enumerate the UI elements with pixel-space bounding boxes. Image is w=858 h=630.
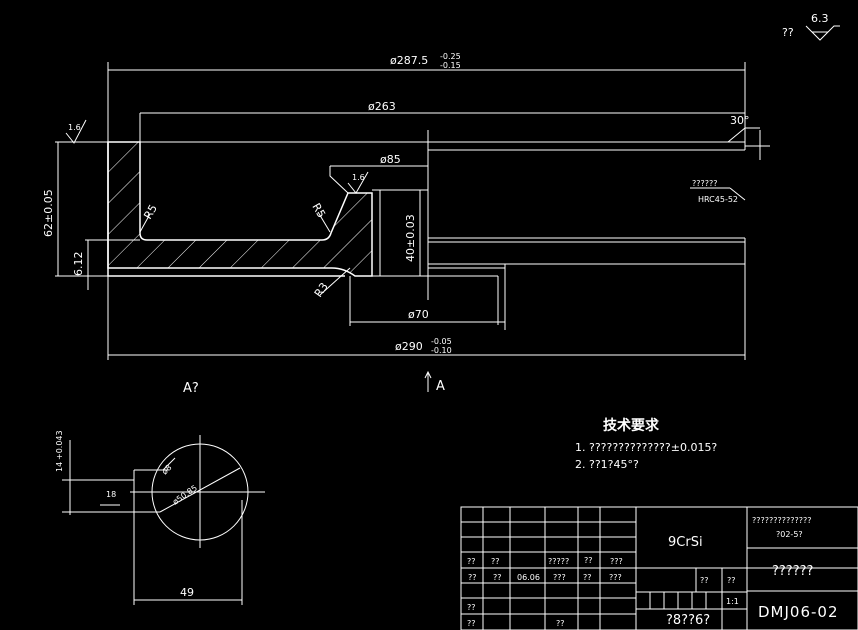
dim-d290: ø290	[395, 340, 423, 353]
dim-h62: 62±0.05	[42, 189, 55, 237]
section-a-label: A	[436, 379, 445, 394]
tb-c10: ??	[583, 573, 592, 582]
tb-c14: ??	[467, 603, 476, 612]
dim-r5b: R5	[309, 201, 328, 220]
section-hatch	[107, 141, 373, 277]
view-a	[62, 435, 265, 605]
dim-d5085: ø50.85	[171, 483, 199, 506]
dim-d49: 49	[180, 586, 194, 599]
dim-d70: ø70	[408, 308, 429, 321]
dim-d287: ø287.5	[390, 54, 428, 67]
tech-req-title: 技术要求	[603, 417, 660, 434]
dim-h40: 40±0.03	[404, 214, 417, 262]
dim-d85: ø85	[380, 153, 401, 166]
tech-req-item1: 1. ??????????????±0.015?	[575, 441, 717, 454]
tb-c12: ??	[700, 576, 709, 585]
tb-c9: ???	[553, 573, 566, 582]
tb-material: 9CrSi	[668, 535, 703, 550]
dim-r3: R3	[312, 280, 331, 299]
rough-1.6b: 1.6	[352, 173, 365, 182]
tech-req-item2: 2. ??1?45°?	[575, 458, 639, 471]
dimension-lines	[55, 62, 746, 392]
dim-d18: 18	[106, 490, 116, 499]
dim-d287-tol-bot: -0.15	[440, 61, 461, 70]
tb-c8: 06.06	[517, 573, 540, 582]
dim-d14-tol: +0.043	[55, 430, 64, 460]
tb-c11: ???	[609, 573, 622, 582]
tb-c6: ??	[468, 573, 477, 582]
tb-c16: ??	[556, 619, 565, 628]
dim-d8: ø8	[160, 463, 173, 476]
roughness-value: 6.3	[811, 12, 829, 25]
dim-h612: 6.12	[72, 252, 85, 277]
tb-scale: 1:1	[726, 597, 739, 606]
view-a-title: A?	[183, 381, 199, 396]
tb-drawing-no: DMJ06-02	[758, 603, 839, 621]
dim-angle30: 30°	[730, 114, 750, 127]
tb-part-name: ??????	[772, 564, 813, 579]
title-block	[460, 506, 858, 630]
tb-c2: ??	[491, 557, 500, 566]
hardness-label: ??????	[692, 179, 717, 188]
tb-name-bottom: ?02-5?	[776, 530, 803, 539]
roughness-prefix: ??	[782, 26, 794, 39]
rough-1.6a: 1.6	[68, 123, 81, 132]
tb-c15: ??	[467, 619, 476, 628]
tb-sheet: ?8??6?	[666, 613, 710, 628]
dim-r5a: R5	[141, 202, 160, 221]
dim-d290-tol-top: -0.05	[431, 337, 452, 346]
tb-name-top: ??????????????	[752, 516, 811, 525]
tb-c4: ??	[584, 556, 593, 565]
hardness-value: HRC45-52	[698, 195, 738, 204]
main-section-view	[107, 127, 770, 330]
tb-c1: ??	[467, 557, 476, 566]
roughness-symbol: ?? 6.3	[782, 12, 840, 41]
dim-d287-tol-top: -0.25	[440, 52, 461, 61]
dim-d263: ø263	[368, 100, 396, 113]
tb-c7: ??	[493, 573, 502, 582]
tb-c13: ??	[727, 576, 736, 585]
dim-d290-tol-bot: -0.10	[431, 346, 452, 355]
tb-c5: ???	[610, 557, 623, 566]
tb-c3: ?????	[548, 557, 569, 566]
dim-d14: 14	[55, 462, 64, 472]
